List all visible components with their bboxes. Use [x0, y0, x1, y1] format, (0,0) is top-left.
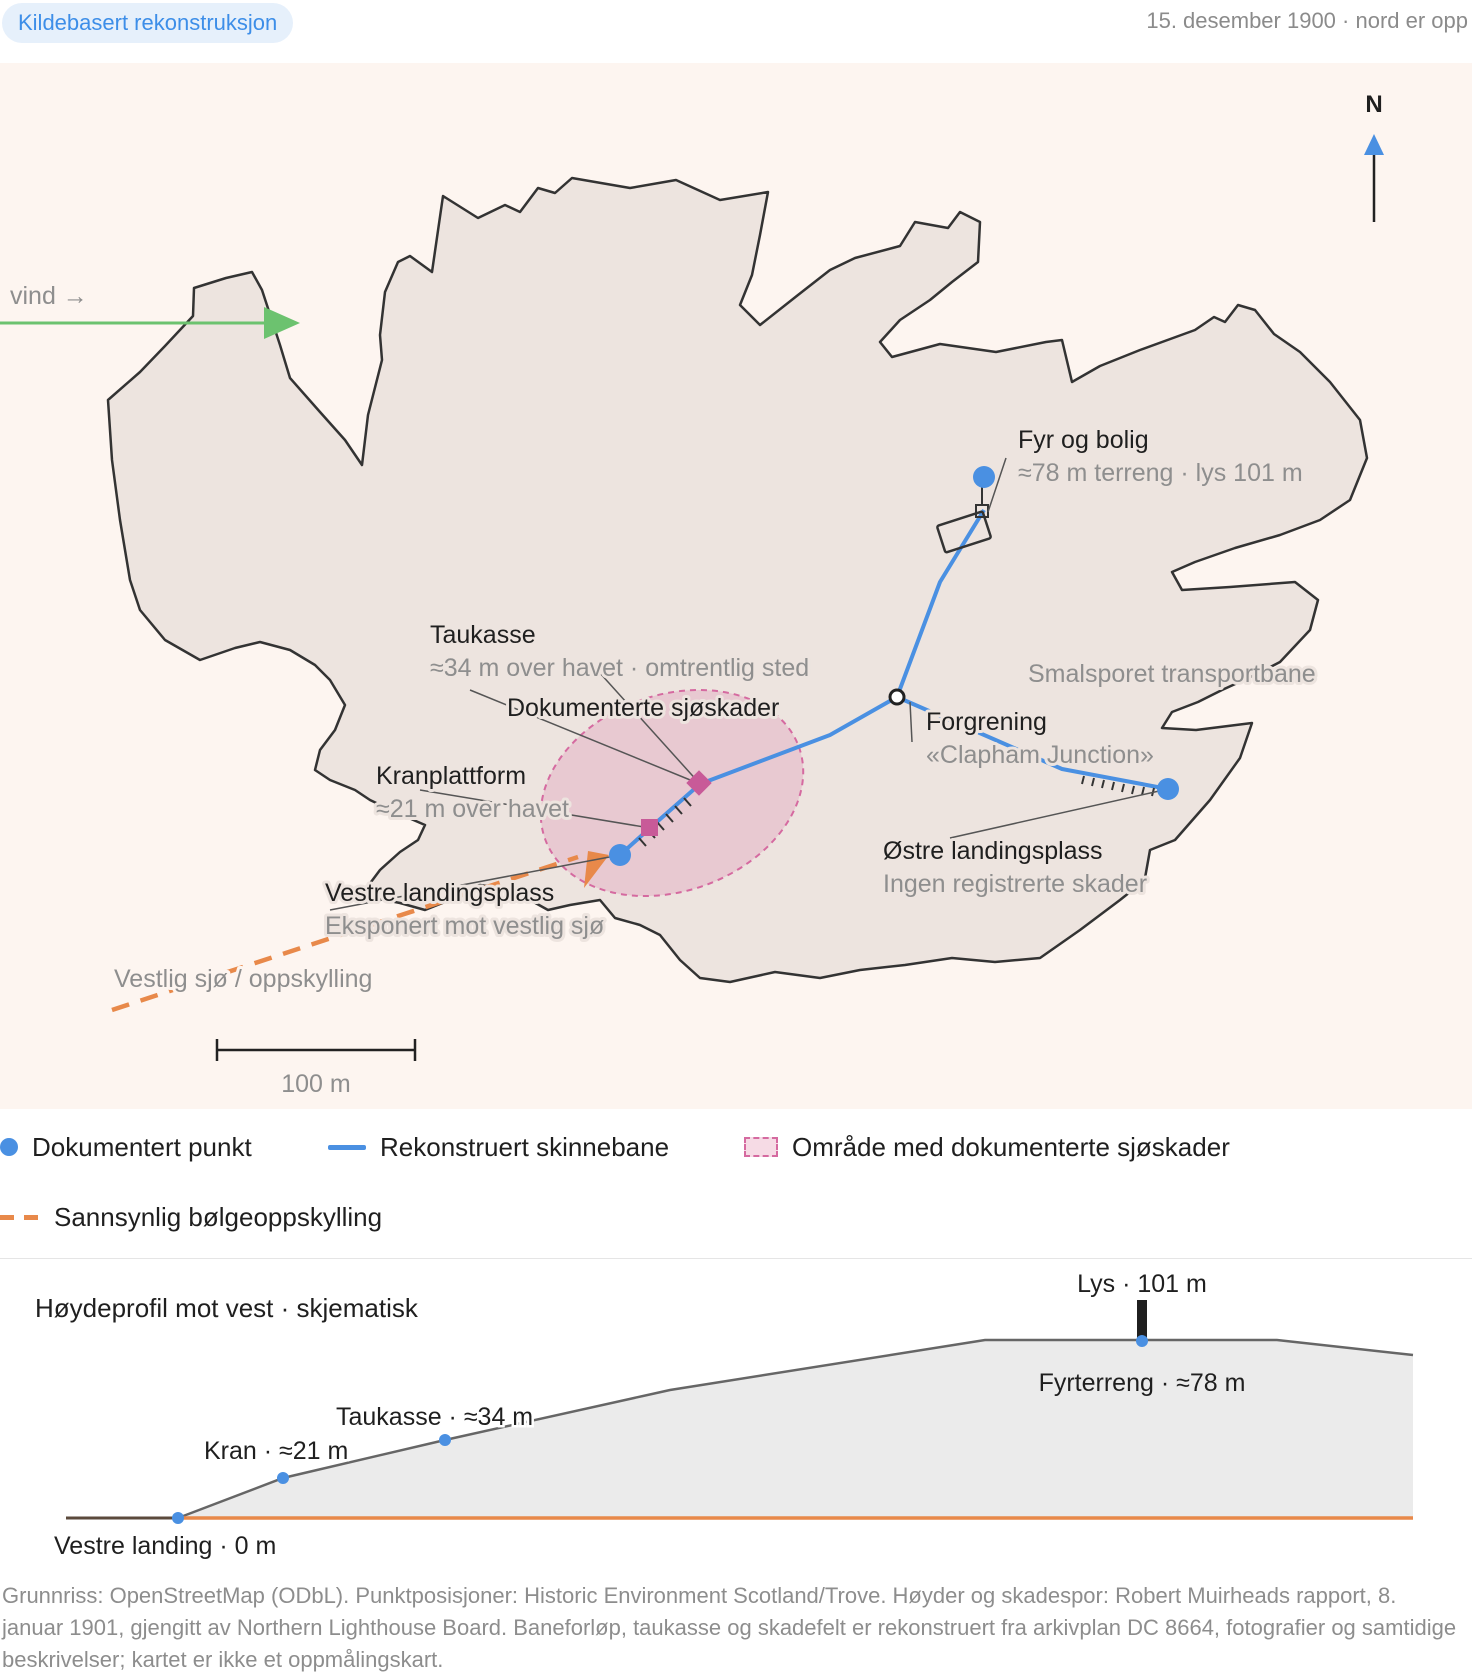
legend-wave: Sannsynlig bølgeoppskylling — [0, 1200, 382, 1234]
legend-rail: Rekonstruert skinnebane — [328, 1130, 669, 1164]
header: Kildebasert rekonstruksjon 15. desember … — [0, 0, 1472, 46]
profile-light-tower — [1137, 1300, 1147, 1340]
junction-point[interactable] — [888, 688, 906, 706]
west-landing-title: Vestre landingsplass — [325, 879, 554, 907]
damage-title: Dokumenterte sjøskader — [507, 694, 779, 722]
profile-tank-label: Taukasse · ≈34 m — [336, 1403, 533, 1431]
profile-tank-point — [439, 1434, 451, 1446]
leader-junction — [909, 701, 913, 743]
crane-sub: ≈21 m over havet — [376, 795, 569, 823]
leader-lighthouse — [987, 457, 1007, 513]
lighthouse-point[interactable] — [973, 466, 995, 488]
east-landing-point[interactable] — [1157, 778, 1179, 800]
profile-title: Høydeprofil mot vest · skjematisk — [35, 1293, 419, 1323]
wave-label: Vestlig sjø / oppskylling — [114, 965, 372, 993]
north-label: N — [1365, 91, 1382, 118]
lighthouse-title: Fyr og bolig — [1018, 426, 1149, 454]
profile-crane-label: Kran · ≈21 m — [204, 1437, 348, 1465]
damage-swatch — [744, 1137, 778, 1157]
north-arrow-icon — [1364, 134, 1384, 155]
map-canvas: N vind → 100 m Fyr og bolig ≈78 m terren… — [0, 63, 1472, 1109]
legend: Dokumentert punkt Rekonstruert skinneban… — [0, 1130, 1472, 1250]
leader-tank — [589, 661, 701, 785]
legend-point-label: Dokumentert punkt — [32, 1131, 252, 1162]
leader-crane — [419, 789, 651, 829]
profile-terrain-label: Fyrterreng · ≈78 m — [1039, 1369, 1246, 1397]
profile-light-label: Lys · 101 m — [1077, 1270, 1207, 1298]
legend-damage-label: Område med dokumenterte sjøskader — [792, 1131, 1230, 1162]
profile-light-point — [1136, 1335, 1148, 1347]
source-footnote: Grunnriss: OpenStreetMap (ODbL). Punktpo… — [2, 1583, 1457, 1672]
tank-marker[interactable] — [686, 770, 712, 796]
lighthouse-sub: ≈78 m terreng · lys 101 m — [1018, 459, 1303, 487]
island-outline — [106, 176, 1369, 984]
lighthouse-building — [936, 510, 992, 554]
leader-east — [949, 788, 1169, 839]
legend-point: Dokumentert punkt — [0, 1130, 252, 1164]
junction-title: Forgrening — [926, 708, 1047, 736]
rail-swatch — [328, 1144, 366, 1150]
profile-crane-point — [277, 1472, 289, 1484]
crane-platform-marker[interactable] — [641, 819, 658, 836]
west-landing-sub: Eksponert mot vestlig sjø — [325, 912, 604, 940]
leader-damage — [469, 689, 701, 785]
profile-west-label: Vestre landing · 0 m — [54, 1532, 276, 1560]
east-landing-title: Østre landingsplass — [883, 837, 1103, 865]
junction-sub: «Clapham Junction» — [926, 741, 1154, 769]
scale-label: 100 m — [281, 1070, 350, 1098]
legend-wave-label: Sannsynlig bølgeoppskylling — [54, 1201, 383, 1232]
source-badge: Kildebasert rekonstruksjon — [2, 3, 294, 43]
date-orientation-note: 15. desember 1900 · nord er opp — [1146, 8, 1468, 33]
leader-west — [329, 854, 621, 911]
map: N vind → 100 m Fyr og bolig ≈78 m terren… — [0, 63, 1472, 1109]
wind-label: vind → — [10, 282, 88, 310]
legend-damage: Område med dokumenterte sjøskader — [744, 1130, 1230, 1164]
profile-terrain — [178, 1340, 1413, 1518]
wave-swatch — [0, 1214, 40, 1220]
crane-title: Kranplattform — [376, 762, 526, 790]
east-landing-sub: Ingen registrerte skader — [883, 870, 1147, 898]
wind-arrow-head — [264, 307, 300, 339]
divider — [0, 1258, 1472, 1259]
profile-canvas: Høydeprofil mot vest · skjematisk Lys · … — [35, 1270, 1414, 1560]
tank-sub: ≈34 m over havet · omtrentlig sted — [430, 654, 809, 682]
elevation-profile: Høydeprofil mot vest · skjematisk Lys · … — [0, 1260, 1472, 1580]
point-swatch — [0, 1138, 18, 1156]
railway-label: Smalsporet transportbane — [1028, 660, 1316, 688]
wave-runup-line — [111, 854, 579, 1013]
profile-west-point — [172, 1512, 184, 1524]
legend-rail-label: Rekonstruert skinnebane — [380, 1131, 670, 1162]
rail-east-branch — [896, 695, 1169, 791]
tank-title: Taukasse — [430, 621, 536, 649]
west-landing-point[interactable] — [609, 844, 631, 866]
